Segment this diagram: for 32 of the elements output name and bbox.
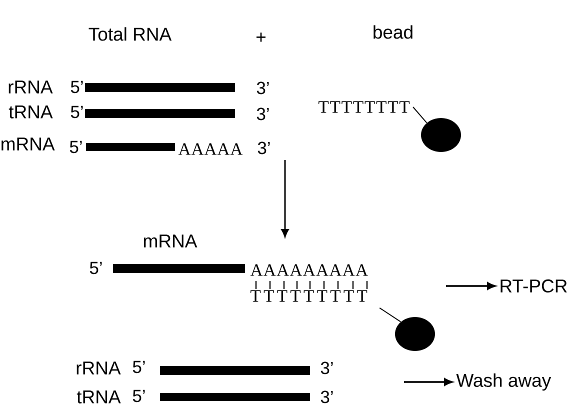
end-label: 5’ [70,140,82,154]
rna-label: rRNA [76,362,121,374]
end-label: 5’ [90,262,102,274]
end-label: 3’ [258,142,270,154]
rna-label: tRNA [76,390,121,404]
poly-a-sequence: AAAAA [178,143,243,155]
arrow [404,378,452,386]
bead [421,118,461,152]
end-label: 3’ [320,390,333,404]
bead [395,317,435,351]
rna-label: mRNA [144,234,198,248]
end-label: 5’ [132,360,145,374]
poly-a-sequence: AAAAAAAAA [250,264,368,276]
plus-sign: + [256,32,266,42]
column-heading: Total RNA [88,27,172,41]
arrow [446,282,496,290]
end-label: 3’ [256,108,269,120]
end-label: 3’ [320,362,333,374]
rna-label: tRNA [8,106,53,118]
column-heading: bead [374,25,412,39]
end-label: 5’ [70,106,83,118]
end-label: 3’ [256,82,269,94]
linker-line [379,307,402,322]
rna-label: mRNA [2,138,55,150]
linker-line [412,106,428,124]
step-label: Wash away [456,373,552,391]
poly-t-sequence: TTTTTTTT [318,101,410,113]
rna-label: rRNA [8,80,53,94]
end-label: 5’ [132,390,145,402]
step-label: RT-PCR [500,279,567,293]
poly-t-sequence: TTTTTTTTT [250,290,368,302]
end-label: 5’ [70,80,83,94]
